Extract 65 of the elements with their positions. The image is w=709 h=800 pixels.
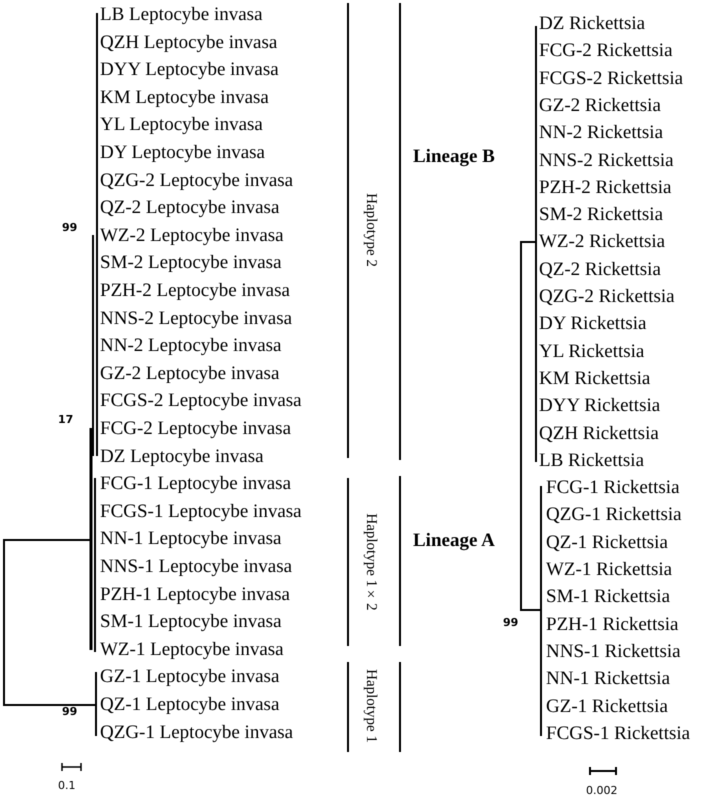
taxon-label: PZH-1 Leptocybe invasa (100, 582, 290, 607)
haplotype-label: Haplotype 2 (362, 193, 380, 267)
taxon-label: NN-1 Rickettsia (546, 667, 670, 692)
taxon-label: YL Rickettsia (539, 340, 644, 364)
taxon-label: QZH Rickettsia (539, 422, 659, 446)
taxon-label: DZ Leptocybe invasa (100, 444, 264, 469)
taxon-label: GZ-2 Rickettsia (539, 94, 661, 118)
taxon-label: FCGS-1 Leptocybe invasa (100, 500, 302, 524)
taxon-label: SM-1 Rickettsia (546, 585, 670, 610)
taxon-label: LB Rickettsia (539, 448, 644, 473)
taxon-label: PZH-1 Rickettsia (546, 612, 678, 637)
taxon-label: QZ-2 Leptocybe invasa (100, 196, 280, 220)
taxon-label: SM-2 Rickettsia (539, 203, 664, 228)
taxon-label: NN-2 Leptocybe invasa (100, 334, 282, 358)
taxon-label: KM Leptocybe invasa (100, 86, 269, 110)
taxon-label: NN-2 Rickettsia (539, 121, 664, 146)
lineage-label: Lineage A (413, 529, 495, 553)
taxon-label: QZ-2 Rickettsia (539, 258, 661, 282)
taxon-label: QZG-2 Leptocybe invasa (100, 168, 294, 193)
taxon-label: FCG-2 Leptocybe invasa (100, 417, 292, 441)
taxon-label: DYY Rickettsia (539, 394, 660, 418)
taxon-label: NNS-2 Rickettsia (539, 148, 674, 172)
taxon-label: QZG-2 Rickettsia (539, 285, 675, 309)
taxon-label: GZ-1 Rickettsia (546, 694, 668, 718)
taxon-label: SM-1 Leptocybe invasa (100, 610, 282, 634)
lineage-label: Lineage B (413, 145, 495, 169)
scale-value: 0.1 (58, 779, 76, 793)
taxon-label: FCG-1 Rickettsia (546, 476, 680, 500)
taxon-label: QZG-1 Leptocybe invasa (100, 720, 294, 745)
taxon-label: PZH-2 Leptocybe invasa (100, 279, 290, 303)
taxon-label: GZ-2 Leptocybe invasa (100, 362, 280, 386)
taxon-label: QZ-1 Rickettsia (546, 530, 668, 555)
taxon-label: QZH Leptocybe invasa (100, 30, 278, 55)
taxon-label: WZ-1 Rickettsia (546, 558, 672, 582)
taxon-label: FCG-2 Rickettsia (539, 39, 673, 64)
bootstrap-value: 17 (58, 413, 74, 427)
taxon-label: QZ-1 Leptocybe invasa (100, 693, 280, 717)
taxon-label: FCG-1 Leptocybe invasa (100, 472, 292, 496)
taxon-label: NN-1 Leptocybe invasa (100, 527, 282, 552)
taxon-label: DY Leptocybe invasa (100, 141, 265, 165)
taxon-label: FCGS-1 Rickettsia (546, 722, 690, 746)
taxon-label: NNS-1 Rickettsia (546, 640, 681, 664)
taxon-label: NNS-2 Leptocybe invasa (100, 306, 292, 331)
taxon-label: WZ-2 Rickettsia (539, 230, 666, 254)
taxon-label: YL Leptocybe invasa (100, 113, 263, 138)
haplotype-label: Haplotype 1 (362, 669, 380, 743)
haplotype-label: Haplotype 1×2 (362, 513, 380, 611)
scale-value: 0.002 (586, 784, 618, 798)
taxon-label: QZG-1 Rickettsia (546, 503, 682, 528)
taxon-label: FCGS-2 Rickettsia (539, 66, 684, 91)
taxon-label: SM-2 Leptocybe invasa (100, 251, 282, 276)
taxon-label: KM Rickettsia (539, 366, 650, 391)
taxon-label: LB Leptocybe invasa (100, 3, 263, 27)
taxon-label: NNS-1 Leptocybe invasa (100, 555, 292, 579)
taxon-label: DZ Rickettsia (539, 12, 646, 36)
taxon-label: WZ-1 Leptocybe invasa (100, 638, 284, 662)
taxon-label: DYY Leptocybe invasa (100, 58, 279, 82)
taxon-label: WZ-2 Leptocybe invasa (100, 224, 284, 248)
taxon-label: DY Rickettsia (539, 312, 646, 336)
bootstrap-value: 99 (62, 221, 78, 235)
taxon-label: PZH-2 Rickettsia (539, 176, 672, 200)
taxon-label: GZ-1 Leptocybe invasa (100, 665, 280, 690)
taxon-label: FCGS-2 Leptocybe invasa (100, 389, 302, 414)
bootstrap-value: 99 (503, 616, 518, 630)
bootstrap-value: 99 (62, 705, 78, 719)
